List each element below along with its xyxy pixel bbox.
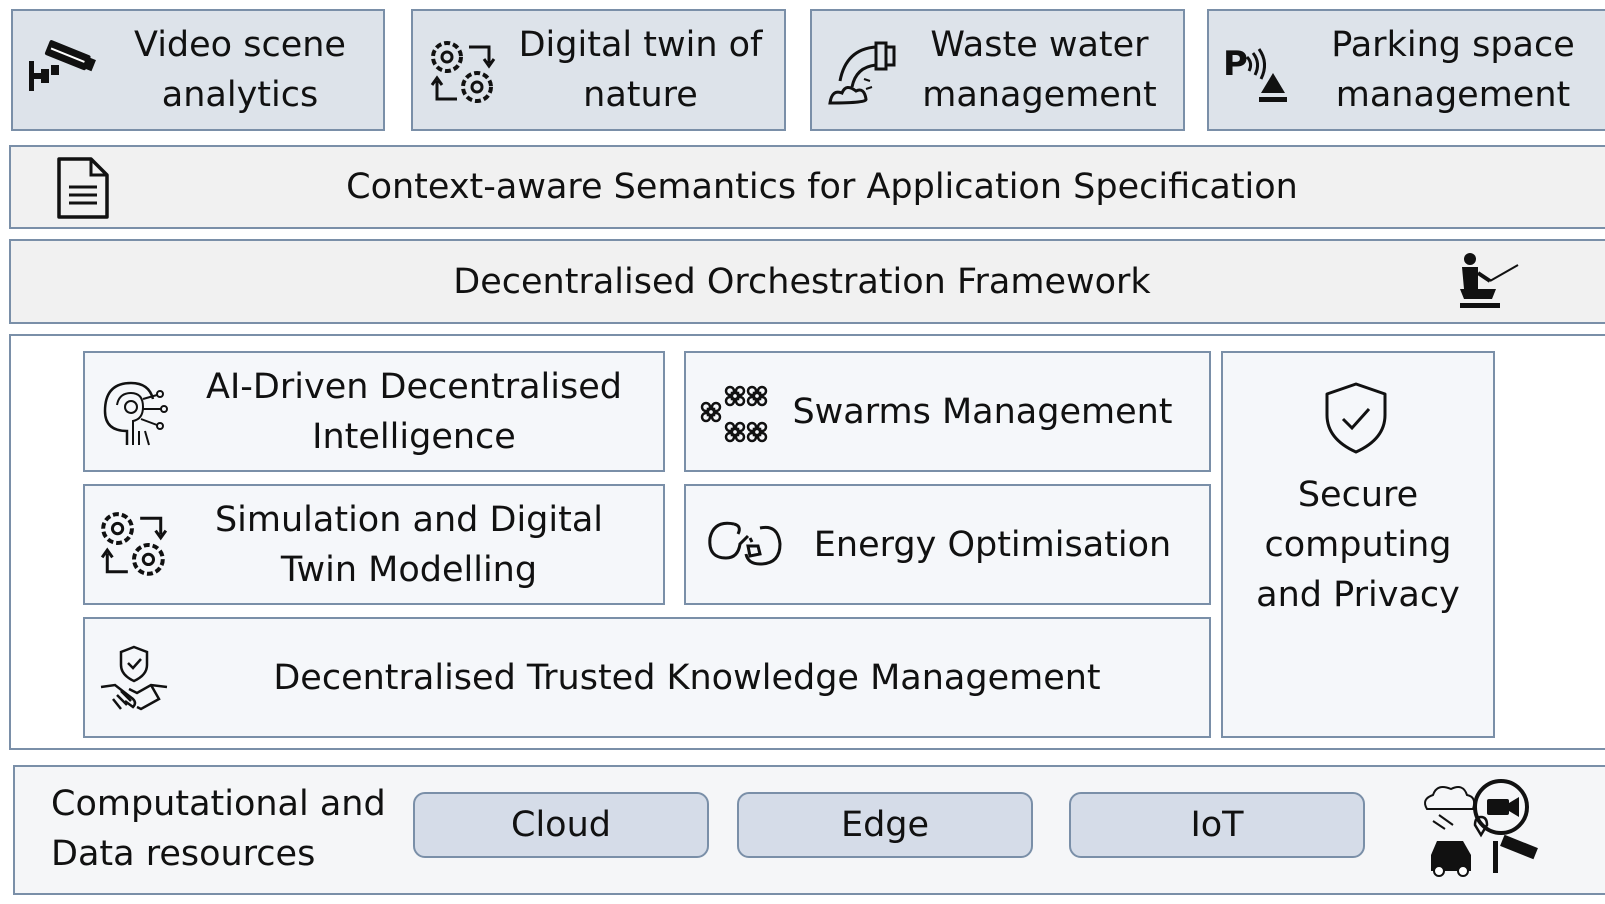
conductor-icon: [1460, 253, 1522, 308]
app-label: Digital twin of nature: [518, 25, 763, 115]
module-simulation-digital-twin: Simulation and Digital Twin Modelling: [83, 484, 665, 605]
module-trusted-knowledge-management: Decentralised Trusted Knowledge Manageme…: [83, 617, 1211, 738]
energy-plug-icon: [704, 514, 784, 574]
module-label: Simulation and Digital Twin Modelling: [214, 499, 604, 590]
app-digital-twin-of-nature: Digital twin of nature: [411, 9, 786, 131]
parking-sensor-icon: P: [1223, 44, 1287, 102]
resource-cloud: Cloud: [413, 792, 709, 858]
app-parking-space-management: P Parking space management: [1207, 9, 1605, 131]
semantics-label: Context-aware Semantics for Application …: [346, 167, 1298, 207]
shield-check-icon: [1323, 381, 1389, 455]
handshake-shield-icon: [97, 643, 171, 717]
resource-iot: IoT: [1069, 792, 1365, 858]
ai-head-icon: [97, 375, 171, 449]
app-video-scene-analytics: Video scene analytics: [11, 9, 385, 131]
svg-text:P: P: [1223, 44, 1248, 84]
gears-cycle-icon: [427, 37, 499, 109]
app-label: Parking space management: [1331, 25, 1575, 115]
module-label: Secure computing and Privacy: [1256, 474, 1460, 615]
module-label: Energy Optimisation: [813, 524, 1172, 565]
module-swarms-management: Swarms Management: [684, 351, 1211, 472]
drone-swarm-icon: [700, 381, 766, 447]
water-pipe-icon: [826, 37, 898, 109]
app-waste-water-management: Waste water management: [810, 9, 1185, 131]
document-icon: [55, 155, 111, 221]
module-label: Decentralised Trusted Knowledge Manageme…: [273, 657, 1101, 698]
module-label: Swarms Management: [792, 391, 1173, 432]
resource-edge: Edge: [737, 792, 1033, 858]
orchestration-label: Decentralised Orchestration Framework: [453, 261, 1151, 302]
semantics-layer: Context-aware Semantics for Application …: [9, 145, 1605, 229]
module-energy-optimisation: Energy Optimisation: [684, 484, 1211, 605]
module-label: AI-Driven Decentralised Intelligence: [206, 366, 622, 457]
devices-cluster-icon: [1419, 781, 1538, 881]
app-label: Waste water management: [922, 25, 1157, 115]
cctv-camera-icon: [29, 40, 96, 91]
orchestration-layer: Decentralised Orchestration Framework: [9, 239, 1605, 324]
module-ai-decentralised-intelligence: AI-Driven Decentralised Intelligence: [83, 351, 665, 472]
app-label: Video scene analytics: [134, 25, 346, 115]
gears-cycle-icon: [97, 508, 171, 582]
module-secure-computing-privacy: Secure computing and Privacy: [1221, 351, 1495, 738]
resources-label: Computational and Data resources: [51, 784, 386, 874]
